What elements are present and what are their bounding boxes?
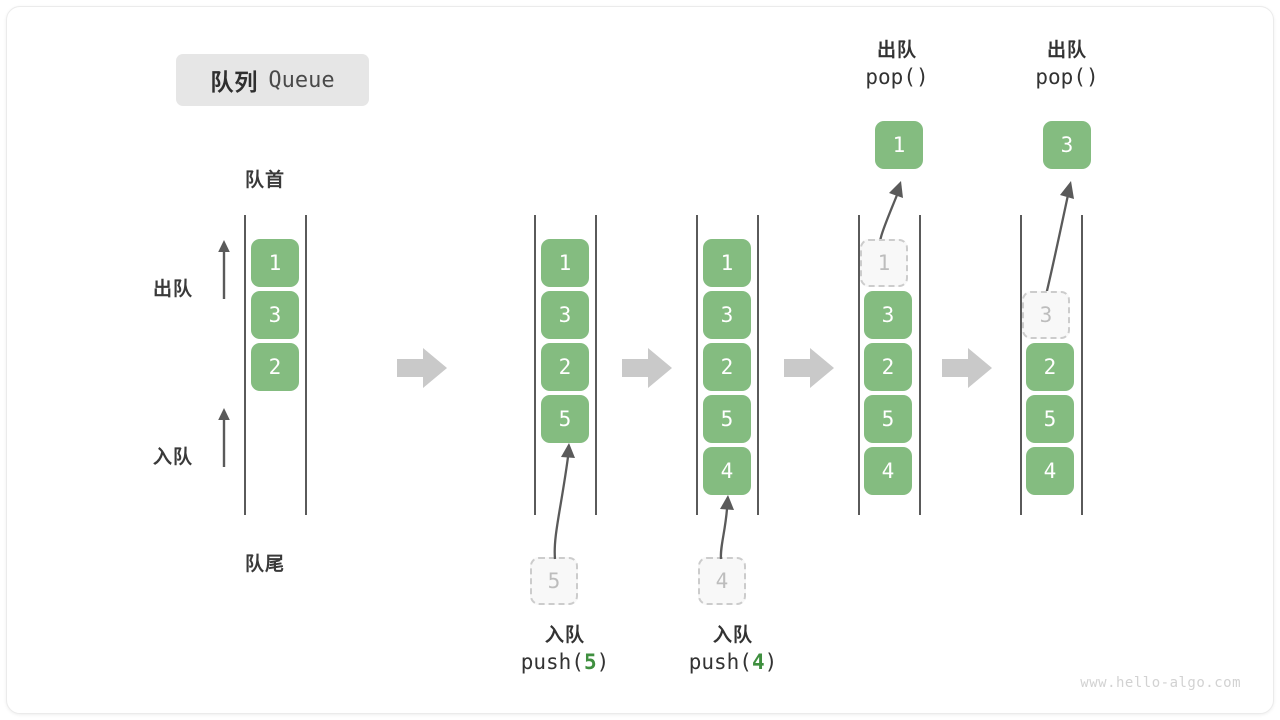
queue-block: 5 — [1026, 395, 1074, 443]
queue-rail-left-push4 — [696, 215, 698, 515]
push4-caption: 入队 push(4) — [689, 624, 778, 676]
push5-caption-fn: push(5) — [520, 649, 610, 674]
step-arrow-icon — [784, 348, 834, 388]
queue-rail-left-pop3 — [1020, 215, 1022, 515]
queue-block: 1 — [703, 239, 751, 287]
queue-block: 3 — [251, 291, 299, 339]
queue-block: 4 — [1026, 447, 1074, 495]
queue-rail-right-push5 — [595, 215, 597, 515]
title-en: Queue — [268, 67, 335, 93]
queue-block: 2 — [864, 343, 912, 391]
queue-block: 1 — [541, 239, 589, 287]
pop3-caption: 出队 pop() — [1035, 39, 1098, 91]
ghost-block-removed: 3 — [1022, 291, 1070, 339]
dequeue-arrow-icon — [218, 240, 230, 299]
queue-rail-left-initial — [244, 215, 246, 515]
ghost-block-incoming: 4 — [698, 557, 746, 605]
queue-block: 3 — [541, 291, 589, 339]
push4-caption-fn: push(4) — [688, 649, 778, 674]
pop3-caption-fn: pop() — [1035, 64, 1099, 89]
queue-block: 1 — [251, 239, 299, 287]
title-cn: 队列 — [210, 69, 259, 95]
pop1-caption-cn: 出队 — [876, 40, 917, 61]
queue-block: 3 — [703, 291, 751, 339]
queue-rail-left-push5 — [534, 215, 536, 515]
queue-rail-right-push4 — [757, 215, 759, 515]
queue-block: 2 — [703, 343, 751, 391]
pop3-caption-cn: 出队 — [1046, 40, 1087, 61]
queue-block: 2 — [1026, 343, 1074, 391]
queue-block: 2 — [251, 343, 299, 391]
queue-block-new: 4 — [703, 447, 751, 495]
push5-caption-cn: 入队 — [544, 625, 585, 646]
popped-block: 1 — [875, 121, 923, 169]
queue-block: 3 — [864, 291, 912, 339]
front-label: 队首 — [245, 170, 286, 191]
enqueue-direction-label: 入队 — [153, 447, 194, 468]
rear-label: 队尾 — [245, 554, 286, 575]
queue-block: 5 — [864, 395, 912, 443]
ghost-block-removed: 1 — [860, 239, 908, 287]
step-arrow-icon — [942, 348, 992, 388]
push5-caption: 入队 push(5) — [521, 624, 610, 676]
watermark: www.hello-algo.com — [1080, 675, 1241, 691]
queue-block: 4 — [864, 447, 912, 495]
queue-block: 5 — [703, 395, 751, 443]
push-curve-arrow-icon — [719, 495, 734, 560]
pop1-caption: 出队 pop() — [865, 39, 928, 91]
push-curve-arrow-icon — [553, 443, 575, 560]
queue-rail-right-pop3 — [1081, 215, 1083, 515]
diagram-card: 队列 Queue 队首 队尾 出队 入队 1 3 2 1 3 2 5 5 入队 … — [6, 6, 1274, 714]
queue-rail-right-pop1 — [919, 215, 921, 515]
pop1-caption-fn: pop() — [865, 64, 929, 89]
step-arrow-icon — [622, 348, 672, 388]
ghost-block-incoming: 5 — [530, 557, 578, 605]
popped-block: 3 — [1043, 121, 1091, 169]
queue-block-new: 5 — [541, 395, 589, 443]
queue-block: 2 — [541, 343, 589, 391]
step-arrow-icon — [397, 348, 447, 388]
diagram-title-badge: 队列 Queue — [176, 54, 369, 106]
dequeue-direction-label: 出队 — [153, 279, 194, 300]
queue-rail-left-pop1 — [858, 215, 860, 515]
push4-caption-cn: 入队 — [712, 625, 753, 646]
queue-rail-right-initial — [305, 215, 307, 515]
enqueue-arrow-icon — [218, 408, 230, 467]
